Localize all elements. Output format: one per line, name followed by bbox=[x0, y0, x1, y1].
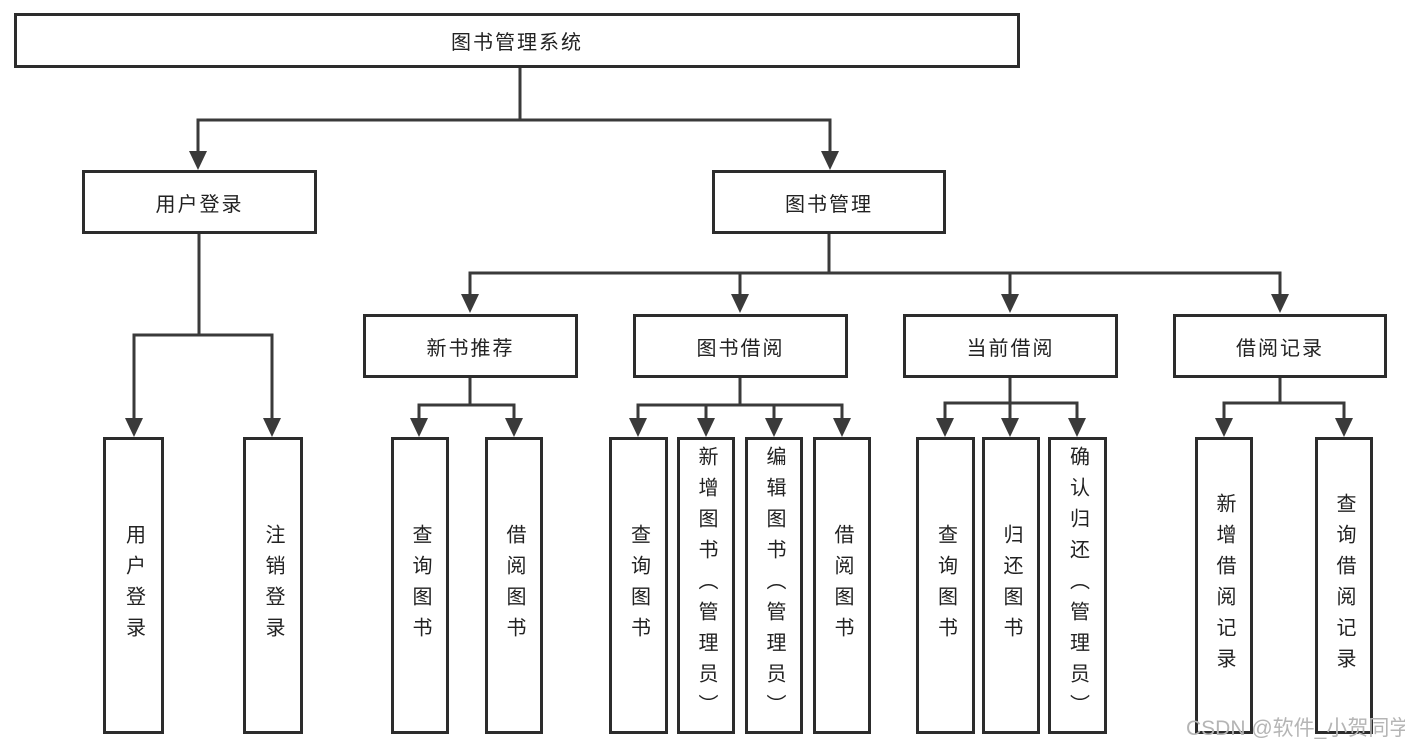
arrow-icon bbox=[1001, 418, 1019, 437]
leaf-recommend-query-books-label: 查询图书 bbox=[409, 523, 431, 648]
leaf-current-confirm-return-admin-label: 确认归还（管理员） bbox=[1066, 446, 1089, 725]
arrow-icon bbox=[189, 151, 207, 170]
node-book-borrow-label: 图书借阅 bbox=[696, 337, 785, 360]
node-current-borrow-label: 当前借阅 bbox=[966, 337, 1055, 360]
node-borrow-records-label: 借阅记录 bbox=[1236, 337, 1324, 360]
arrow-icon bbox=[629, 418, 647, 437]
leaf-borrow-edit-books-admin: 编辑图书（管理员） bbox=[745, 437, 803, 734]
node-new-book-recommend-label: 新书推荐 bbox=[426, 337, 515, 360]
leaf-borrow-add-books-admin-label: 新增图书（管理员） bbox=[695, 446, 717, 725]
node-user-login: 用户登录 bbox=[82, 170, 317, 234]
leaf-borrow-query-books-label: 查询图书 bbox=[627, 523, 650, 648]
arrow-icon bbox=[125, 418, 143, 437]
node-book-management: 图书管理 bbox=[712, 170, 946, 234]
leaf-recommend-borrow-books: 借阅图书 bbox=[485, 437, 543, 734]
arrow-icon bbox=[833, 418, 851, 437]
leaf-records-add: 新增借阅记录 bbox=[1195, 437, 1253, 734]
arrow-icon bbox=[263, 418, 281, 437]
leaf-current-return-books-label: 归还图书 bbox=[1000, 523, 1022, 648]
csdn-watermark: CSDN @软件_小贺同学 bbox=[1186, 717, 1405, 740]
node-user-login-label: 用户登录 bbox=[155, 193, 244, 216]
arrow-icon bbox=[731, 294, 749, 313]
leaf-recommend-borrow-books-label: 借阅图书 bbox=[503, 523, 525, 648]
node-new-book-recommend: 新书推荐 bbox=[363, 314, 578, 378]
leaf-user-login-label: 用户登录 bbox=[122, 523, 145, 648]
arrow-icon bbox=[936, 418, 954, 437]
arrow-icon bbox=[461, 294, 479, 313]
node-book-borrow: 图书借阅 bbox=[633, 314, 848, 378]
leaf-current-confirm-return-admin: 确认归还（管理员） bbox=[1048, 437, 1107, 734]
node-root-label: 图书管理系统 bbox=[451, 32, 583, 54]
arrow-icon bbox=[410, 418, 428, 437]
node-root: 图书管理系统 bbox=[14, 13, 1020, 68]
leaf-records-add-label: 新增借阅记录 bbox=[1213, 492, 1235, 679]
leaf-logout-label: 注销登录 bbox=[262, 523, 284, 648]
arrow-icon bbox=[821, 151, 839, 170]
arrow-icon bbox=[1335, 418, 1353, 437]
leaf-borrow-borrow-books: 借阅图书 bbox=[813, 437, 871, 734]
node-current-borrow: 当前借阅 bbox=[903, 314, 1118, 378]
arrow-icon bbox=[505, 418, 523, 437]
arrow-icon bbox=[1215, 418, 1233, 437]
leaf-borrow-borrow-books-label: 借阅图书 bbox=[831, 523, 853, 648]
leaf-recommend-query-books: 查询图书 bbox=[391, 437, 449, 734]
node-borrow-records: 借阅记录 bbox=[1173, 314, 1387, 378]
arrowheads bbox=[125, 151, 1353, 437]
leaf-current-query-books-label: 查询图书 bbox=[934, 523, 957, 648]
arrow-icon bbox=[1271, 294, 1289, 313]
leaf-user-login: 用户登录 bbox=[103, 437, 164, 734]
leaf-borrow-edit-books-admin-label: 编辑图书（管理员） bbox=[763, 446, 785, 725]
arrow-icon bbox=[1068, 418, 1086, 437]
leaf-borrow-query-books: 查询图书 bbox=[609, 437, 668, 734]
leaf-borrow-add-books-admin: 新增图书（管理员） bbox=[677, 437, 735, 734]
leaf-records-query-label: 查询借阅记录 bbox=[1333, 492, 1355, 679]
leaf-current-query-books: 查询图书 bbox=[916, 437, 975, 734]
node-book-management-label: 图书管理 bbox=[785, 193, 873, 216]
arrow-icon bbox=[765, 418, 783, 437]
leaf-current-return-books: 归还图书 bbox=[982, 437, 1040, 734]
leaf-logout: 注销登录 bbox=[243, 437, 303, 734]
leaf-records-query: 查询借阅记录 bbox=[1315, 437, 1373, 734]
arrow-icon bbox=[1001, 294, 1019, 313]
arrow-icon bbox=[697, 418, 715, 437]
